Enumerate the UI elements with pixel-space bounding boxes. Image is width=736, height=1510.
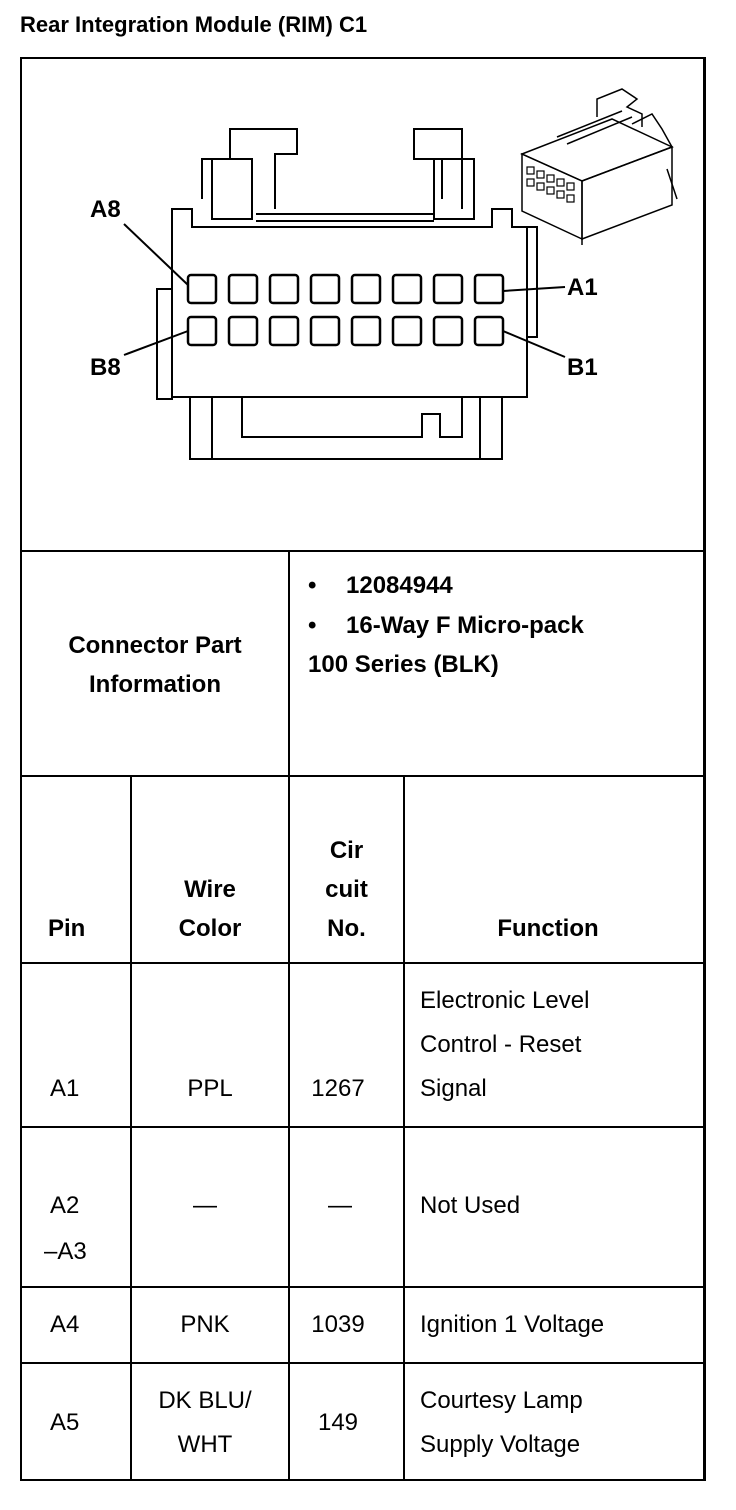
header-wire-color: Wire Color xyxy=(132,870,288,948)
side-rib-left xyxy=(156,288,173,400)
bottom-shroud xyxy=(189,397,503,460)
row-a5-circuit: 149 xyxy=(317,1409,359,1436)
pin-row-b xyxy=(186,315,505,347)
cavity-b2 xyxy=(432,315,464,347)
header-circuit-line2: cuit xyxy=(325,876,368,903)
page-title: Rear Integration Module (RIM) C1 xyxy=(20,12,368,37)
latch-right-inner xyxy=(433,158,475,220)
row-a1-function: Electronic Level Control - Reset Signal xyxy=(420,981,589,1113)
connector-diagram: A8 A1 B8 B1 xyxy=(90,88,678,460)
row-a2-a3-pin: A2 –A3 xyxy=(44,1186,87,1271)
cavity-a4 xyxy=(350,273,382,305)
row-a5-wire-color-line1: DK BLU/ xyxy=(158,1387,252,1414)
header-wire-color-line2: Color xyxy=(178,915,242,942)
row-a4-circuit: 1039 xyxy=(311,1311,365,1338)
latch-left xyxy=(201,128,298,209)
latch-left-inner xyxy=(211,158,253,220)
header-pin: Pin xyxy=(48,915,86,942)
leader-b8 xyxy=(123,330,189,356)
row-a1-function-line3: Signal xyxy=(420,1075,487,1102)
divider-row-1 xyxy=(20,1126,706,1128)
cavity-a5 xyxy=(309,273,341,305)
row-a5-function-line1: Courtesy Lamp xyxy=(420,1387,583,1414)
bullet: • xyxy=(308,572,317,599)
part-number: 12084944 xyxy=(346,572,453,599)
row-a4-wire-color: PNK xyxy=(180,1311,230,1338)
cavity-b8 xyxy=(186,315,218,347)
part-description-item: • 16-Way F Micro-pack xyxy=(308,612,584,640)
label-a8: A8 xyxy=(90,196,121,223)
column-divider-wire xyxy=(130,775,132,1481)
table-frame xyxy=(20,57,706,1481)
divider-row-2 xyxy=(20,1286,706,1288)
divider-part-info xyxy=(20,775,706,777)
cavity-a2 xyxy=(432,273,464,305)
cavity-b4 xyxy=(350,315,382,347)
latch-right xyxy=(413,128,463,209)
row-a2-a3-pin-line2: –A3 xyxy=(44,1238,87,1265)
connector-body xyxy=(171,208,528,398)
cavity-b1 xyxy=(473,315,505,347)
row-a2-a3-pin-line1: A2 xyxy=(50,1192,80,1219)
column-divider-circuit xyxy=(288,550,290,1481)
row-a2-a3-wire-color: — xyxy=(193,1192,217,1219)
row-a1-pin: A1 xyxy=(50,1075,80,1102)
divider-row-3 xyxy=(20,1362,706,1364)
row-a2-a3-circuit: — xyxy=(328,1192,352,1219)
row-a4-function: Ignition 1 Voltage xyxy=(420,1311,605,1338)
row-a5-wire-color-line2: WHT xyxy=(177,1431,233,1458)
label-b1: B1 xyxy=(567,354,598,381)
part-description-line1: 16-Way F Micro-pack xyxy=(346,612,584,639)
table-right-edge xyxy=(703,57,706,1481)
part-info-label-line1: Connector Part xyxy=(68,632,242,659)
row-a5-function-line2: Supply Voltage xyxy=(420,1431,581,1458)
side-rib-right xyxy=(526,226,538,338)
cavity-a3 xyxy=(391,273,423,305)
cavity-b3 xyxy=(391,315,423,347)
cavity-b5 xyxy=(309,315,341,347)
header-circuit-line1: Cir xyxy=(329,837,364,864)
row-a5-function: Courtesy Lamp Supply Voltage xyxy=(420,1381,583,1464)
cavity-a6 xyxy=(268,273,300,305)
part-info-label: Connector Part Information xyxy=(22,626,288,704)
label-b8: B8 xyxy=(90,354,121,381)
label-a1: A1 xyxy=(567,274,598,301)
cavity-a8 xyxy=(186,273,218,305)
row-a1-wire-color: PPL xyxy=(187,1075,233,1102)
row-a4-pin: A4 xyxy=(50,1311,80,1338)
leader-b1 xyxy=(502,330,566,358)
cavity-b7 xyxy=(227,315,259,347)
row-a5-wire-color: DK BLU/ WHT xyxy=(132,1381,278,1464)
divider-header xyxy=(20,962,706,964)
row-a1-function-line2: Control - Reset xyxy=(420,1031,582,1058)
row-a1-circuit: 1267 xyxy=(311,1075,365,1102)
part-description-line2: 100 Series (BLK) xyxy=(308,651,499,678)
column-divider-function xyxy=(403,775,405,1481)
header-circuit-no: Cir cuit No. xyxy=(290,831,403,948)
part-number-item: • 12084944 xyxy=(308,572,453,600)
header-wire-color-line1: Wire xyxy=(184,876,236,903)
part-info-label-line2: Information xyxy=(89,671,221,698)
divider-diagram xyxy=(20,550,706,552)
header-function: Function xyxy=(497,915,599,942)
row-a5-pin: A5 xyxy=(50,1409,80,1436)
pin-row-a xyxy=(186,273,505,305)
cavity-a1 xyxy=(473,273,505,305)
header-circuit-line3: No. xyxy=(327,915,366,942)
row-a2-a3-function: Not Used xyxy=(420,1192,521,1219)
leader-a1 xyxy=(502,286,566,292)
cavity-b6 xyxy=(268,315,300,347)
bullet: • xyxy=(308,612,317,639)
row-a1-function-line1: Electronic Level xyxy=(420,987,590,1014)
cavity-a7 xyxy=(227,273,259,305)
leader-a8 xyxy=(123,223,189,286)
connector-iso-view xyxy=(520,88,678,245)
